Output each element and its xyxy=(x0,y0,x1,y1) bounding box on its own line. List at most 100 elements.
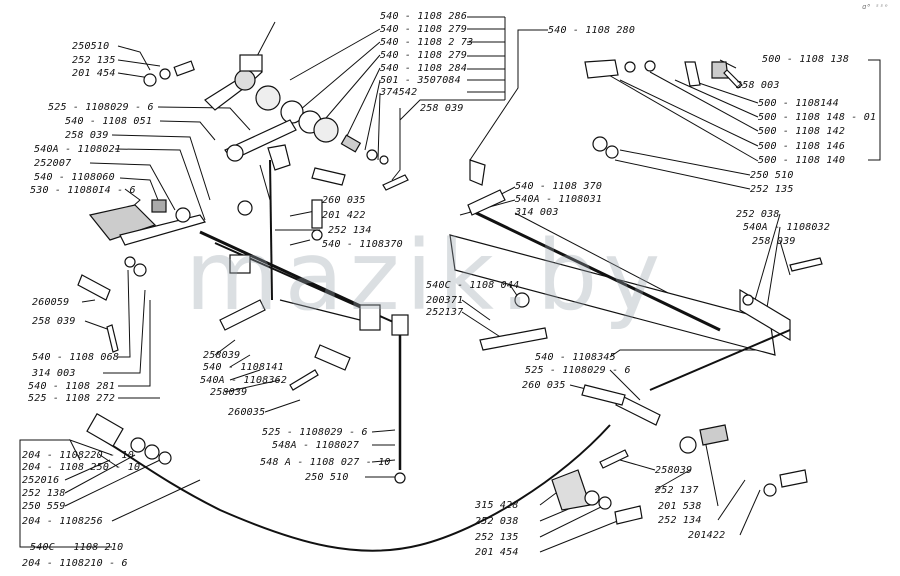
nut-part xyxy=(763,483,777,497)
part-label: 540A - 1108032 xyxy=(743,222,831,233)
pad-part xyxy=(151,199,167,213)
leader-line xyxy=(377,92,381,161)
washer-part xyxy=(605,145,619,159)
leader-line xyxy=(64,454,136,494)
part-label: 258039 xyxy=(203,350,241,361)
part-label: 540 - 1108 2 73 xyxy=(380,37,474,48)
leader-line xyxy=(117,59,161,67)
bracket-part xyxy=(551,469,591,511)
washer-part xyxy=(130,437,146,453)
rod-part xyxy=(649,329,791,391)
part-label: 252 138 xyxy=(22,488,66,499)
pin-part xyxy=(314,344,351,371)
part-label: 500 - 1108 148 - 01 xyxy=(758,112,877,123)
part-label: 540 - 1108 068 xyxy=(32,352,120,363)
part-label: 252 135 xyxy=(475,532,519,543)
leader-line xyxy=(229,369,261,381)
cable-end-part xyxy=(86,413,124,447)
leader-line xyxy=(229,354,251,368)
part-label: 201 454 xyxy=(475,547,519,558)
bracket-part xyxy=(267,144,291,171)
part-label: 314 003 xyxy=(32,368,76,379)
part-label: 540C - 1108 044 xyxy=(426,280,520,291)
washer-part xyxy=(742,294,754,306)
part-label: 525 - 1108029 - 6 xyxy=(262,427,368,438)
pin-part xyxy=(311,167,346,186)
leader-line xyxy=(84,320,111,331)
part-label: 204 - 1108210 - 6 xyxy=(22,558,128,569)
nut-part xyxy=(592,136,608,152)
cotter-pin-part xyxy=(382,174,409,191)
leader-line xyxy=(619,79,759,147)
part-label: 250 510 xyxy=(305,472,349,483)
part-label: 252 038 xyxy=(736,209,780,220)
bracket-part xyxy=(229,254,251,274)
leader-line xyxy=(614,159,751,190)
washer-part xyxy=(644,60,656,72)
part-label: 540 - 1108 370 xyxy=(515,181,603,192)
part-label: 314 003 xyxy=(515,207,559,218)
cotter-pin-part xyxy=(599,449,629,469)
part-label: 500 - 1108 138 xyxy=(762,54,850,65)
washer-part xyxy=(584,490,600,506)
part-label: 548A - 1108027 xyxy=(272,440,360,451)
part-label: 201422 xyxy=(688,530,726,541)
cotter-pin-part xyxy=(106,324,119,353)
nut-part xyxy=(366,149,378,161)
gear-washer-part xyxy=(313,117,339,143)
leader-line xyxy=(619,149,751,176)
cable-part xyxy=(94,424,611,552)
part-label: 525 - 1108029 - 6 xyxy=(48,102,154,113)
cotter-pin-part xyxy=(723,69,743,89)
part-label: 258 039 xyxy=(420,103,464,114)
leader-line xyxy=(654,469,691,491)
part-label: 252 134 xyxy=(658,515,702,526)
leader-line xyxy=(89,162,176,211)
part-label: 250 559 xyxy=(22,501,66,512)
part-label: 540 - 1108 284 xyxy=(380,63,468,74)
part-label: 525 - 1108 272 xyxy=(28,393,116,404)
washer-part xyxy=(159,68,171,80)
part-label: 260035 xyxy=(228,407,266,418)
leader-line xyxy=(391,108,401,181)
part-label: 252 134 xyxy=(328,225,372,236)
leader-line xyxy=(299,41,381,111)
bolt-part xyxy=(479,327,548,351)
leader-line xyxy=(364,79,381,151)
part-label: 540 - 1108060 xyxy=(34,172,115,183)
leader-line xyxy=(111,134,211,201)
part-label: 204 - 1108 250 - 10 xyxy=(22,462,141,473)
part-label: 540A - 1108031 xyxy=(515,194,603,205)
part-label: 204 - 1108220 - 10 xyxy=(22,450,134,461)
part-label: 252 135 xyxy=(750,184,794,195)
leader-line xyxy=(117,45,151,71)
bolt-part xyxy=(684,61,701,87)
part-label: 252016 xyxy=(22,475,60,486)
bolt-part xyxy=(581,384,626,406)
clevis-part xyxy=(584,59,619,79)
part-label: 540A - 1108362 xyxy=(200,375,288,386)
nut-part xyxy=(124,256,136,268)
cotter-pin-part xyxy=(289,369,319,391)
leader-line xyxy=(764,226,781,321)
leader-line xyxy=(461,299,491,321)
part-label: 500 - 1108 140 xyxy=(758,155,846,166)
rod-part xyxy=(269,159,273,301)
leader-line xyxy=(264,399,301,413)
washer-part xyxy=(144,444,160,460)
part-label: 540 - 1108 286 xyxy=(380,11,468,22)
nut-part xyxy=(679,436,697,454)
corner-mark: ɑ⁰ ˢˢᵒ xyxy=(862,3,889,11)
ball-part xyxy=(234,69,256,91)
part-label: 204 - 1108256 xyxy=(22,516,103,527)
bolt-part xyxy=(77,274,111,301)
part-label: 540 - 1108 051 xyxy=(65,116,153,127)
rod-part xyxy=(279,299,361,321)
leader-line xyxy=(114,148,206,221)
spring-part xyxy=(699,424,729,446)
part-label: 260059 xyxy=(32,297,70,308)
leader-line xyxy=(461,311,506,341)
leader-line xyxy=(779,240,791,276)
pedal-part xyxy=(88,204,157,241)
leader-line xyxy=(99,454,119,468)
